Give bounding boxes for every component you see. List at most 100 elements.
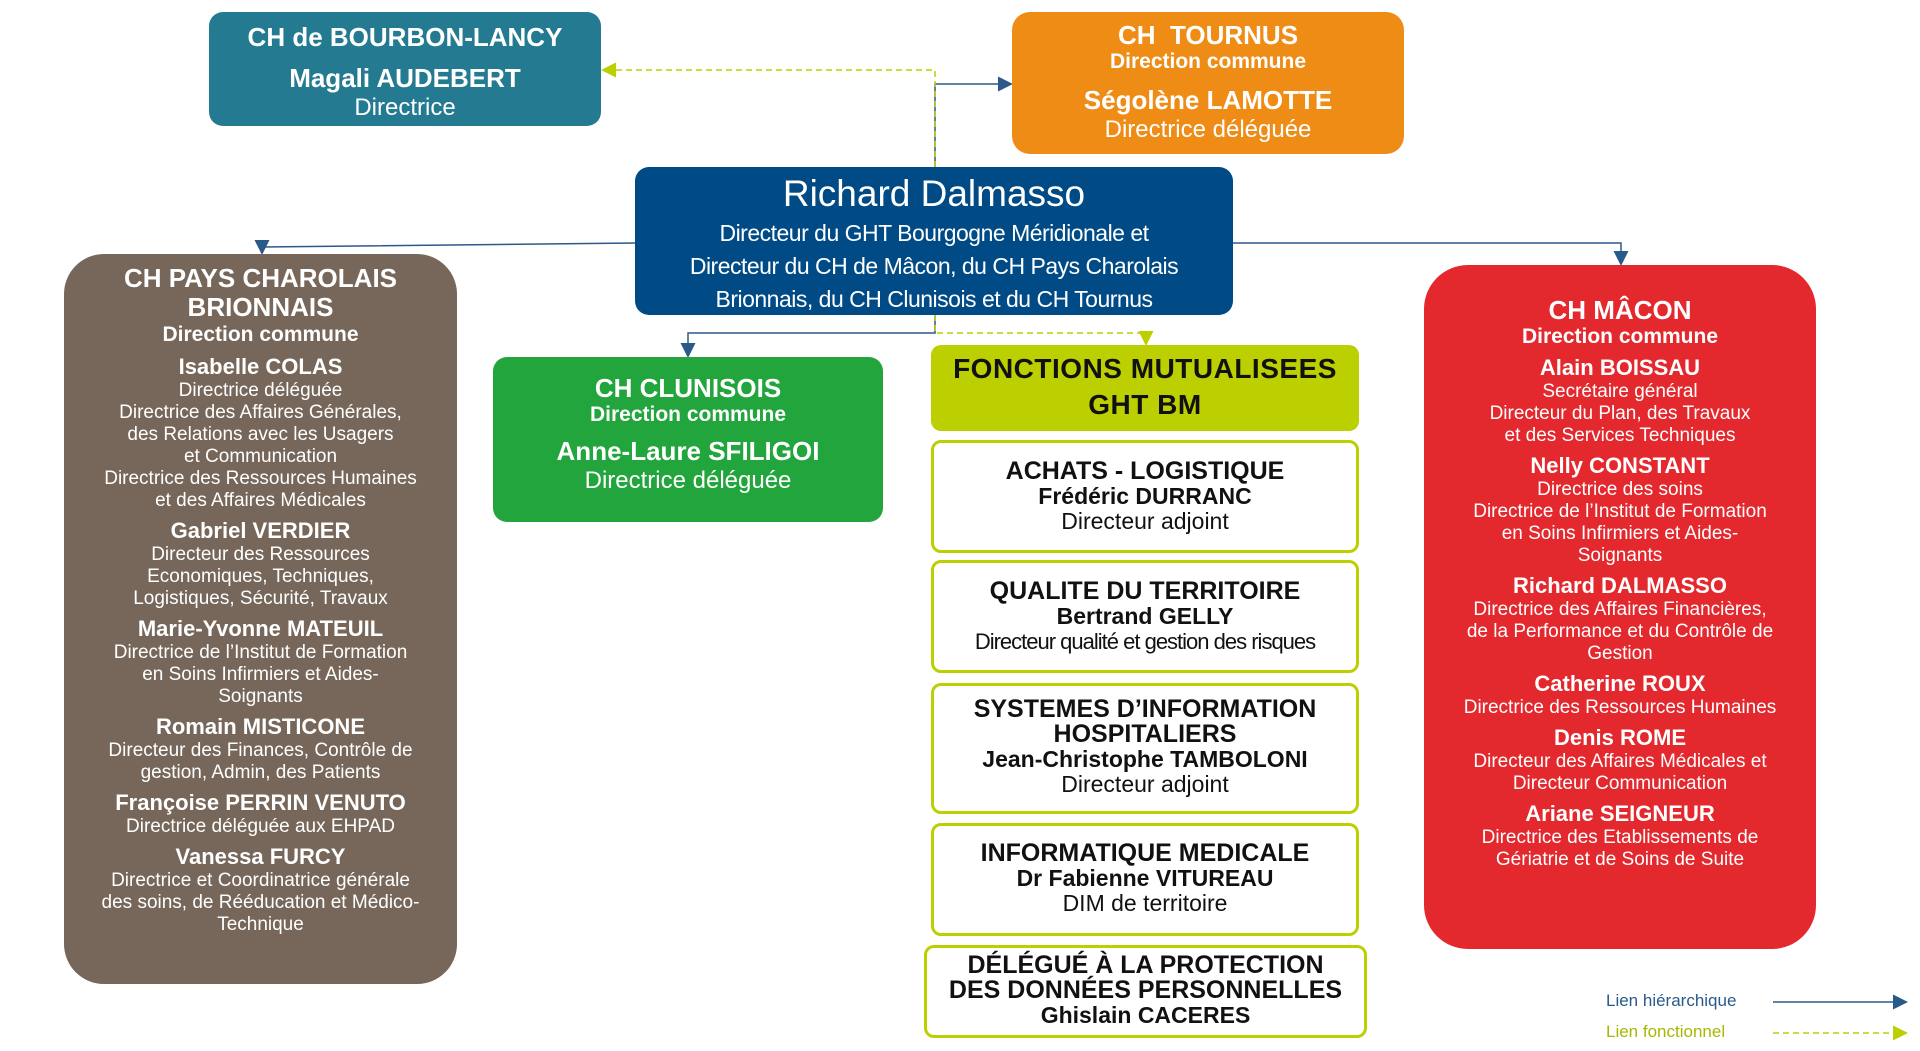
function-title: INFORMATIQUE MEDICALE bbox=[980, 839, 1310, 867]
box-pays-charolais: CH PAYS CHAROLAIS BRIONNAIS Direction co… bbox=[64, 254, 457, 984]
function-title: ACHATS - LOGISTIQUE bbox=[1005, 457, 1285, 485]
function-title: DES DONNÉES PERSONNELLES bbox=[948, 976, 1343, 1004]
legend-hierarchique: Lien hiérarchique bbox=[1606, 991, 1737, 1010]
box-fonctions-mutualisees: FONCTIONS MUTUALISEES GHT BM bbox=[931, 345, 1359, 431]
person-role: Directeur des Ressources bbox=[151, 544, 370, 565]
function-title: HOSPITALIERS bbox=[1053, 720, 1237, 748]
clunisois-name: Anne-Laure SFILIGOI bbox=[556, 436, 820, 466]
person-role: Directeur du Plan, des Travaux bbox=[1489, 403, 1751, 424]
person-role: Directeur des Affaires Médicales et bbox=[1473, 751, 1767, 772]
person-role: Technique bbox=[217, 914, 304, 935]
tournus-subtitle: Direction commune bbox=[1109, 50, 1307, 73]
center-line: Directeur du CH de Mâcon, du CH Pays Cha… bbox=[689, 253, 1179, 279]
function-role: DIM de territoire bbox=[1062, 890, 1228, 916]
person-role: Logistiques, Sécurité, Travaux bbox=[133, 588, 388, 609]
legend-fonctionnel: Lien fonctionnel bbox=[1606, 1022, 1726, 1041]
box-qualite-territoire: QUALITE DU TERRITOIRE Bertrand GELLY Dir… bbox=[931, 560, 1359, 673]
function-person: Dr Fabienne VITUREAU bbox=[1016, 865, 1274, 891]
link-center-tournus bbox=[934, 76, 1013, 167]
bourbon-role: Directrice bbox=[354, 94, 456, 121]
tournus-role: Directrice déléguée bbox=[1104, 116, 1312, 143]
person-name: Ariane SEIGNEUR bbox=[1525, 801, 1715, 826]
person-role: Directrice de l’Institut de Formation bbox=[113, 642, 408, 663]
center-line: Brionnais, du CH Clunisois et du CH Tour… bbox=[715, 286, 1153, 312]
box-ch-macon: CH MÂCON Direction commune Alain BOISSAU… bbox=[1424, 265, 1816, 949]
person-role: Directrice des Etablissements de bbox=[1481, 827, 1759, 848]
person-role: Directrice des Affaires Financières, bbox=[1473, 599, 1767, 620]
person-role: Directrice des soins bbox=[1537, 479, 1703, 500]
person-name: Richard DALMASSO bbox=[1513, 573, 1727, 598]
link-center-bourbon bbox=[601, 62, 936, 167]
person-role: Directrice déléguée aux EHPAD bbox=[126, 816, 395, 837]
person-role: Gestion bbox=[1587, 643, 1653, 664]
bourbon-title: CH de BOURBON-LANCY bbox=[247, 22, 563, 52]
person-name: Vanessa FURCY bbox=[175, 844, 346, 869]
person-name: Alain BOISSAU bbox=[1539, 355, 1701, 380]
charolais-subtitle: Direction commune bbox=[162, 323, 359, 346]
person-role: Soignants bbox=[218, 686, 303, 707]
box-bourbon-lancy: CH de BOURBON-LANCY Magali AUDEBERT Dire… bbox=[209, 12, 601, 126]
person-name: Isabelle COLAS bbox=[178, 354, 343, 379]
person-name: Françoise PERRIN VENUTO bbox=[115, 790, 406, 815]
fonctions-title: FONCTIONS MUTUALISEES bbox=[953, 353, 1337, 384]
clunisois-subtitle: Direction commune bbox=[589, 403, 787, 426]
person-name: Nelly CONSTANT bbox=[1530, 453, 1710, 478]
link-center-macon bbox=[1233, 242, 1629, 266]
person-role: Directrice déléguée bbox=[178, 380, 343, 401]
center-name: Richard Dalmasso bbox=[782, 173, 1086, 214]
person-name: Denis ROME bbox=[1553, 725, 1687, 750]
charolais-title: BRIONNAIS bbox=[187, 292, 334, 322]
clunisois-role: Directrice déléguée bbox=[584, 467, 792, 494]
person-role: et Communication bbox=[183, 446, 338, 467]
link-center-clunisois bbox=[680, 315, 936, 358]
person-role: des Relations avec les Usagers bbox=[127, 424, 394, 445]
tournus-title: CH TOURNUS bbox=[1117, 20, 1299, 50]
box-clunisois: CH CLUNISOIS Direction commune Anne-Laur… bbox=[493, 357, 883, 522]
person-name: Gabriel VERDIER bbox=[170, 518, 351, 543]
person-role: Directrice des Ressources Humaines bbox=[104, 468, 417, 489]
person-role: de la Performance et du Contrôle de bbox=[1466, 621, 1774, 642]
box-achats-logistique: ACHATS - LOGISTIQUE Frédéric DURRANC Dir… bbox=[931, 440, 1359, 553]
person-role: et des Affaires Médicales bbox=[155, 490, 366, 511]
person-role: Directeur des Finances, Contrôle de bbox=[108, 740, 413, 761]
function-person: Ghislain CACERES bbox=[1040, 1002, 1251, 1028]
macon-subtitle: Direction commune bbox=[1521, 325, 1719, 348]
box-systemes-information: SYSTEMES D’INFORMATION HOSPITALIERS Jean… bbox=[931, 683, 1359, 814]
person-role: Secrétaire général bbox=[1542, 381, 1698, 402]
function-title: SYSTEMES D’INFORMATION bbox=[973, 695, 1317, 723]
function-role: Directeur adjoint bbox=[1061, 771, 1229, 797]
person-role: en Soins Infirmiers et Aides- bbox=[1501, 523, 1739, 544]
person-role: Soignants bbox=[1577, 545, 1663, 566]
person-role: Gériatrie et de Soins de Suite bbox=[1495, 849, 1745, 870]
center-line: Directeur du GHT Bourgogne Méridionale e… bbox=[719, 220, 1149, 246]
person-role: en Soins Infirmiers et Aides- bbox=[142, 664, 379, 685]
person-role: et des Services Techniques bbox=[1504, 425, 1736, 446]
charolais-title: CH PAYS CHAROLAIS bbox=[123, 263, 398, 293]
fonctions-title: GHT BM bbox=[1088, 389, 1202, 420]
function-person: Bertrand GELLY bbox=[1056, 603, 1234, 629]
clunisois-title: CH CLUNISOIS bbox=[594, 373, 782, 403]
macon-title: CH MÂCON bbox=[1548, 295, 1692, 325]
link-center-fonctions bbox=[934, 315, 1154, 346]
function-role: Directeur qualité et gestion des risques bbox=[974, 629, 1316, 654]
function-person: Jean-Christophe TAMBOLONI bbox=[982, 746, 1308, 772]
box-tournus: CH TOURNUS Direction commune Ségolène LA… bbox=[1012, 12, 1404, 154]
function-title: QUALITE DU TERRITOIRE bbox=[989, 577, 1301, 605]
box-protection-donnees: DÉLÉGUÉ À LA PROTECTION DES DONNÉES PERS… bbox=[924, 945, 1367, 1038]
person-role: Directeur Communication bbox=[1512, 773, 1728, 794]
person-name: Marie-Yvonne MATEUIL bbox=[137, 616, 384, 641]
person-role: Directrice des Affaires Générales, bbox=[119, 402, 402, 423]
person-role: Directrice et Coordinatrice générale bbox=[111, 870, 410, 891]
person-name: Catherine ROUX bbox=[1534, 671, 1706, 696]
person-role: Economiques, Techniques, bbox=[147, 566, 374, 587]
function-title: DÉLÉGUÉ À LA PROTECTION bbox=[967, 951, 1324, 979]
box-informatique-medicale: INFORMATIQUE MEDICALE Dr Fabienne VITURE… bbox=[931, 823, 1359, 936]
tournus-name: Ségolène LAMOTTE bbox=[1083, 85, 1333, 115]
person-name: Romain MISTICONE bbox=[155, 714, 365, 739]
person-role: des soins, de Rééducation et Médico- bbox=[101, 892, 420, 913]
bourbon-name: Magali AUDEBERT bbox=[289, 63, 521, 93]
person-role: gestion, Admin, des Patients bbox=[140, 762, 381, 783]
person-role: Directrice des Ressources Humaines bbox=[1463, 697, 1777, 718]
function-role: Directeur adjoint bbox=[1061, 508, 1229, 534]
